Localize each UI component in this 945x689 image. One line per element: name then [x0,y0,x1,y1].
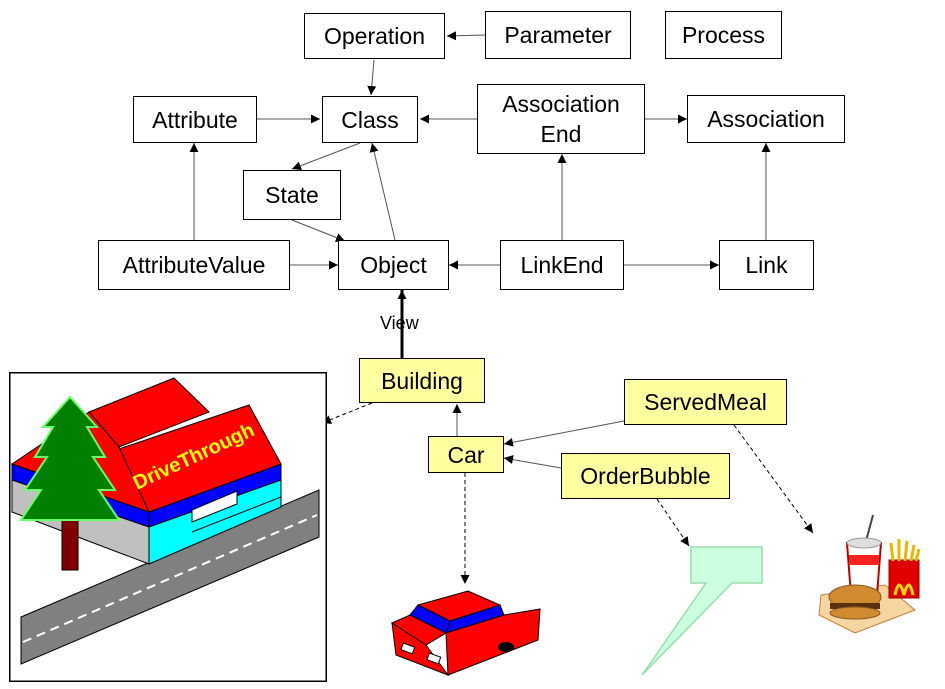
dashed-servedmeal-picture [733,424,814,534]
edge-parameter-operation [446,31,486,41]
dashed-building-house [321,402,373,424]
dashed-orderbubble-picture [656,498,690,547]
order-bubble-box: OrderBubble [561,453,730,499]
tree-shape [19,395,121,521]
attribute-box: Attribute [133,96,257,143]
edge-class-state [291,142,361,170]
attribute-value-box: AttributeValue [98,240,290,290]
car-headlight [400,642,416,655]
edge-state-object [291,219,346,242]
served-meal-illustration [818,515,921,634]
parameter-box: Parameter [485,11,631,59]
process-box: Process [665,11,782,59]
speech-bubble-shape [641,546,763,676]
building-box: Building [359,358,485,403]
fries-logo [893,583,915,596]
class-box: Class [322,96,418,143]
edge-object-class [369,142,396,241]
association-end-box: Association End [477,84,645,154]
car-illustration [390,590,541,677]
edge-orderbubble-car [503,455,562,469]
served-meal-box: ServedMeal [624,379,787,425]
link-end-box: LinkEnd [500,240,624,290]
drive-through-window [191,490,238,523]
link-box: Link [719,240,814,290]
association-box: Association [687,95,845,143]
drive-through-illustration: DriveThrough [9,372,327,682]
view-edge-label: View [380,313,419,333]
car-box: Car [428,436,504,473]
operation-box: Operation [304,13,445,59]
object-box: Object [338,240,449,290]
tree-trunk [61,519,79,571]
edge-operation-class [367,59,377,96]
edge-servedmeal-car [503,420,625,447]
car-side [445,608,541,676]
order-bubble-illustration [641,546,763,676]
state-box: State [243,170,341,220]
road-centerline [22,514,318,643]
car-wheel [498,642,514,652]
